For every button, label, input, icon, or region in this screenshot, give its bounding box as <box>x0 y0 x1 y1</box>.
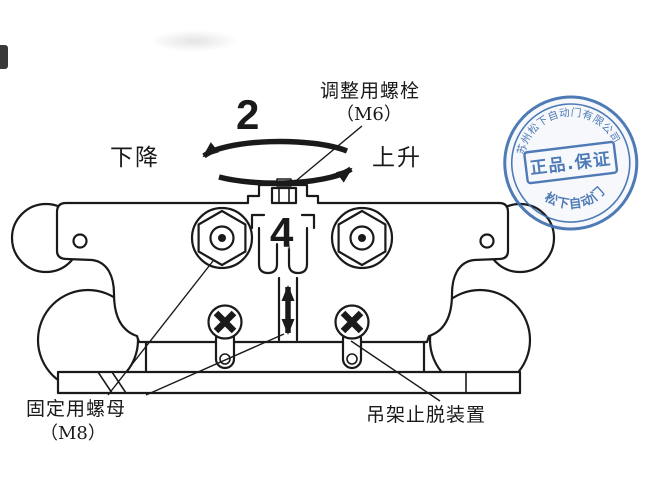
mount-hole-left <box>72 233 88 249</box>
step-4-number: 4 <box>270 209 294 256</box>
direction-up-label: 上升 <box>372 145 422 171</box>
fixing-nut-size-label: （M8） <box>40 423 106 444</box>
mount-hole-right <box>479 233 495 249</box>
stamp-center-box <box>523 140 619 185</box>
adjust-bolt-size-label: （M6） <box>336 104 402 125</box>
anti-drop-label: 吊架止脱装置 <box>366 404 487 426</box>
fixing-nut-label: 固定用螺母 <box>26 398 127 420</box>
stamp-outer-ring <box>503 95 639 231</box>
step-2-number: 2 <box>236 91 260 138</box>
hex-nut-right <box>330 206 394 270</box>
hex-nut-left <box>190 206 254 270</box>
bracket-plate <box>55 183 510 344</box>
stamp-haze <box>505 98 636 229</box>
leader-adjust-bolt <box>290 125 363 186</box>
leader-fixing-nut-1 <box>107 260 214 396</box>
stamp-inner-ring <box>510 103 631 223</box>
leader-fixing-nut-2 <box>145 333 285 396</box>
adjust-bolt-label: 调整用螺栓 <box>320 80 421 102</box>
phillips-screw-right <box>334 304 370 340</box>
direction-down-label: 下降 <box>110 145 160 171</box>
leader-anti-drop <box>350 340 441 402</box>
center-slot <box>250 213 316 342</box>
rotation-arrows-icon <box>202 138 353 186</box>
phillips-screw-left <box>207 304 243 340</box>
guarantee-stamp: 苏州松下自动门有限公司 正品.保证 松下自动门 <box>503 95 639 231</box>
base-rail <box>56 340 522 395</box>
